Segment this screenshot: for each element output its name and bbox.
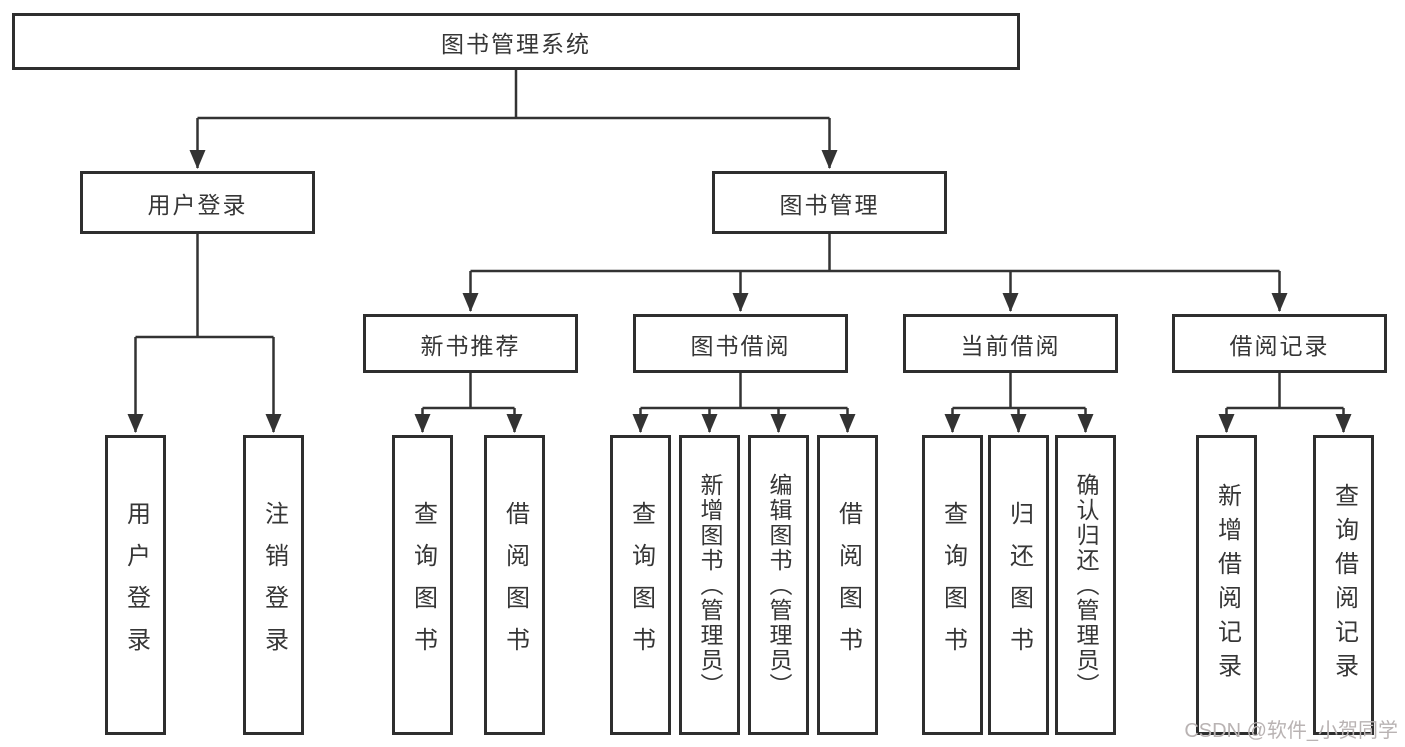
node-label: 用户登录 <box>147 191 248 218</box>
node-label: 借阅图书 <box>834 501 862 669</box>
node-new-book-recommend: 新书推荐 <box>363 314 578 373</box>
leaf-add-borrow-record: 新增借阅记录 <box>1196 435 1257 735</box>
leaf-query-books: 查询图书 <box>392 435 453 735</box>
csdn-watermark: CSDN @软件_小贺同学 <box>1184 720 1398 742</box>
node-label: 查询图书 <box>939 501 967 669</box>
node-label: 查询借阅记录 <box>1330 483 1358 687</box>
edge-current-borrow-to-leaves <box>944 373 1094 433</box>
leaf-user-login: 用户登录 <box>105 435 166 735</box>
leaf-logout: 注销登录 <box>243 435 304 735</box>
edge-book-borrow-to-leaves <box>632 373 856 433</box>
node-label: 新增借阅记录 <box>1213 483 1241 687</box>
node-label: 图书管理系统 <box>441 30 591 57</box>
node-label: 查询图书 <box>627 501 655 669</box>
leaf-edit-books-admin: 编辑图书（管理员） <box>748 435 809 735</box>
node-label: 编辑图书（管理员） <box>766 472 792 698</box>
node-label: 借阅记录 <box>1229 332 1330 359</box>
edge-user-login-to-leaves <box>127 234 282 433</box>
node-borrow-record: 借阅记录 <box>1172 314 1387 373</box>
leaf-query-borrow-record: 查询借阅记录 <box>1313 435 1374 735</box>
node-label: 新书推荐 <box>420 332 521 359</box>
node-label: 归还图书 <box>1005 501 1033 669</box>
leaf-query-books: 查询图书 <box>922 435 983 735</box>
node-library-system: 图书管理系统 <box>12 13 1020 70</box>
leaf-borrow-books: 借阅图书 <box>817 435 878 735</box>
edge-book-mgmt-to-level2 <box>462 234 1288 312</box>
node-book-management: 图书管理 <box>712 171 947 234</box>
leaf-query-books: 查询图书 <box>610 435 671 735</box>
node-user-login: 用户登录 <box>80 171 315 234</box>
leaf-add-books-admin: 新增图书（管理员） <box>679 435 740 735</box>
node-label: 新增图书（管理员） <box>697 472 723 698</box>
node-label: 查询图书 <box>409 501 437 669</box>
edge-new-book-rec-to-leaves <box>414 373 523 433</box>
node-book-borrow: 图书借阅 <box>633 314 848 373</box>
leaf-confirm-return-admin: 确认归还（管理员） <box>1055 435 1116 735</box>
leaf-return-books: 归还图书 <box>988 435 1049 735</box>
node-label: 借阅图书 <box>501 501 529 669</box>
edge-root-to-level1 <box>189 70 838 169</box>
node-label: 图书管理 <box>779 191 880 218</box>
node-label: 当前借阅 <box>960 332 1061 359</box>
edge-borrow-record-to-leaves <box>1218 373 1352 433</box>
node-label: 图书借阅 <box>690 332 791 359</box>
node-current-borrow: 当前借阅 <box>903 314 1118 373</box>
leaf-borrow-books: 借阅图书 <box>484 435 545 735</box>
node-label: 注销登录 <box>260 501 288 669</box>
node-label: 用户登录 <box>122 501 150 669</box>
node-label: 确认归还（管理员） <box>1073 472 1099 698</box>
